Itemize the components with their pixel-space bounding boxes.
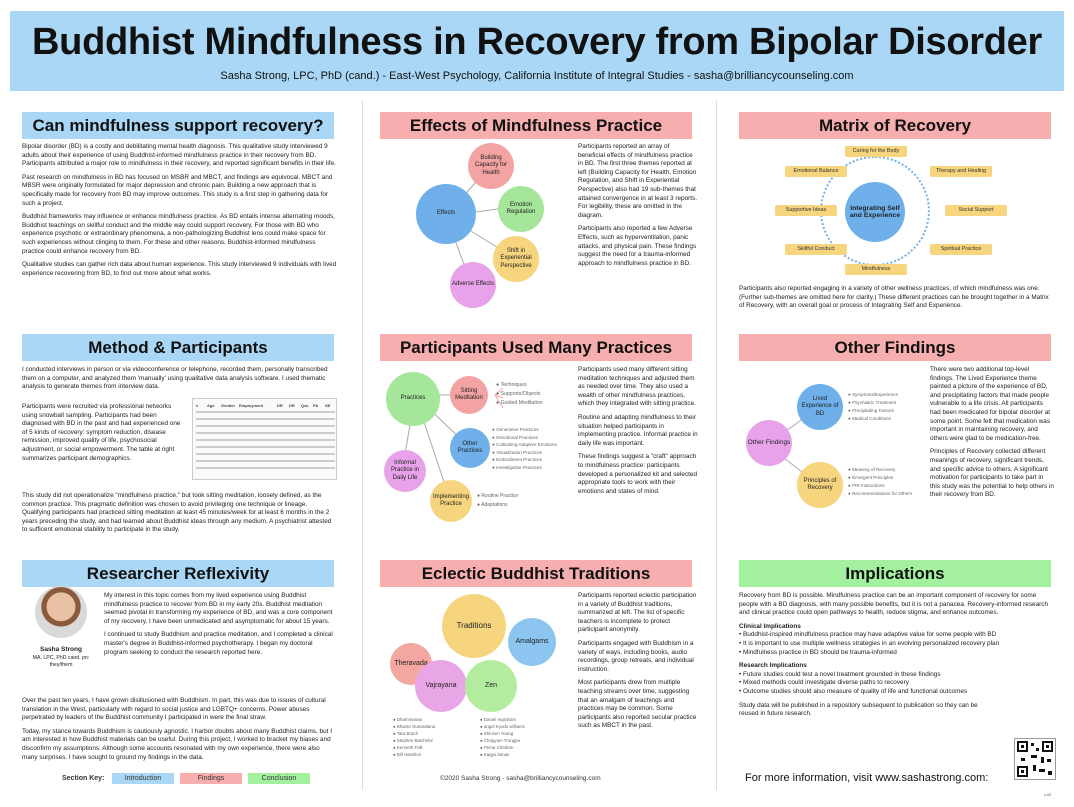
poster-subtitle: Sasha Strong, LPC, PhD (cand.) - East-We… [220, 70, 854, 82]
effects-center-node: Effects [416, 184, 476, 244]
key-introduction: Introduction [112, 773, 174, 784]
table-row [196, 439, 335, 441]
traditions-node: Vajrayana [415, 660, 467, 712]
table-row [196, 446, 335, 448]
intro-text: Bipolar disorder (BD) is a costly and de… [22, 143, 337, 277]
qr-code-pattern [1017, 741, 1053, 777]
section-heading-reflexivity: Researcher Reflexivity [22, 560, 334, 587]
reflexivity-text-1: My interest in this topic comes from my … [104, 592, 333, 656]
principles-list: ● Meaning of Recovery● Emergent Principl… [848, 467, 913, 496]
more-info: For more information, visit www.sashastr… [745, 772, 989, 784]
matrix-center-node: Integrating Self and Experience [845, 182, 905, 242]
table-row [196, 467, 335, 469]
table-header-cell: QoL [301, 403, 310, 408]
divider [362, 100, 363, 790]
section-heading-practices: Participants Used Many Practices [380, 334, 692, 361]
practices-node: Other Practices [450, 428, 490, 468]
method-text-1: I conducted interviews in person or via … [22, 366, 328, 391]
matrix-node: Spiritual Practice [930, 244, 992, 255]
copyright: ©2020 Sasha Strong - sasha@brilliancycou… [440, 775, 601, 782]
practices-center-node: Practices [386, 372, 440, 426]
traditions-node: Amalgams [508, 618, 556, 666]
method-text-2: Participants were recruited via professi… [22, 403, 181, 462]
traditions-text: Participants reported eclectic participa… [578, 592, 697, 730]
table-header-cell: SE [325, 403, 331, 408]
matrix-node: Social Support [945, 205, 1007, 216]
matrix-node: Caring for the Body [845, 146, 907, 157]
method-text-3: This study did not operationalize "mindf… [22, 492, 332, 534]
section-key-label: Section Key: [62, 775, 105, 782]
poster-header: Buddhist Mindfulness in Recovery from Bi… [10, 11, 1064, 91]
author-credentials: MA, LPC, PhD cand. pn: they/them [32, 655, 90, 668]
qr-code[interactable] [1014, 738, 1056, 780]
version: v.03 [1044, 792, 1052, 797]
section-heading-implications: Implications [739, 560, 1051, 587]
practices-node: Implementing Practice [430, 480, 472, 522]
key-conclusion: Conclusion [248, 773, 310, 784]
table-header-cell: DR [289, 403, 295, 408]
effects-node: Emotion Regulation [498, 186, 544, 232]
sitting-list: ● Techniques● Supports/Objects● Guided M… [496, 382, 543, 406]
section-heading-other: Other Findings [739, 334, 1051, 361]
table-header-cell: # [196, 403, 199, 408]
effects-node: Shift in Experiential Perspective [493, 236, 539, 282]
traditions-center-node: Traditions [442, 594, 506, 658]
table-row [196, 453, 335, 455]
other-node: Lived Experience of BD [797, 384, 843, 430]
matrix-node: Emotional Balance [785, 166, 847, 177]
reflexivity-text-2: Over the past ten years, I have grown di… [22, 697, 332, 761]
table-row [196, 411, 335, 413]
implementing-list: ● Routine Practice● Adaptations [477, 493, 519, 508]
table-row [196, 425, 335, 427]
implications-text: Recovery from BD is possible. Mindfulnes… [739, 592, 1049, 718]
table-header-cell: Gender [221, 403, 235, 408]
teacher-list-2: ● Daniel Ingraham● angel Kyodo williams●… [480, 717, 525, 757]
section-heading-traditions: Eclectic Buddhist Traditions [380, 560, 692, 587]
effects-node: Building Capacity for Health [468, 143, 514, 189]
other-text: There were two additional top-level find… [930, 366, 1054, 499]
other-center-node: Other Findings [746, 420, 792, 466]
table-header-cell: DR [277, 403, 283, 408]
other-practices-list: ● Generative Practices● Devotional Pract… [492, 427, 557, 470]
practices-text: Participants used many different sitting… [578, 366, 698, 495]
table-header-cell: PA [313, 403, 318, 408]
practices-node: Informal Practice in Daily Life [384, 450, 426, 492]
matrix-node: Mindfulness [845, 264, 907, 275]
table-header-cell: Age [207, 403, 215, 408]
lived-experience-list: ● Symptoms/Experience● Psychiatric Treat… [848, 392, 899, 421]
matrix-node: Therapy and Healing [930, 166, 992, 177]
poster-title: Buddhist Mindfulness in Recovery from Bi… [32, 21, 1042, 63]
matrix-node: Skillful Conduct [785, 244, 847, 255]
matrix-node: Supportive Ideas [775, 205, 837, 216]
table-row [196, 432, 335, 434]
other-node: Principles of Recovery [797, 462, 843, 508]
section-heading-intro: Can mindfulness support recovery? [22, 112, 334, 139]
effects-text: Participants reported an array of benefi… [578, 143, 698, 267]
author-name: Sasha Strong [40, 646, 82, 653]
section-heading-matrix: Matrix of Recovery [739, 112, 1051, 139]
matrix-text: Participants also reported engaging in a… [739, 285, 1049, 310]
section-heading-effects: Effects of Mindfulness Practice [380, 112, 692, 139]
section-heading-method: Method & Participants [22, 334, 334, 361]
effects-node: Adverse Effects [450, 262, 496, 308]
traditions-node: Zen [465, 660, 517, 712]
table-row [196, 460, 335, 462]
table-row [196, 418, 335, 420]
key-findings: Findings [180, 773, 242, 784]
avatar [35, 586, 87, 638]
practices-node: Sitting Meditation [450, 376, 488, 414]
divider [716, 100, 717, 790]
teacher-list-1: ● Dhammarato● Bhante Gunaratana● Tara Br… [393, 717, 436, 757]
table-header-cell: Employment [239, 403, 264, 408]
